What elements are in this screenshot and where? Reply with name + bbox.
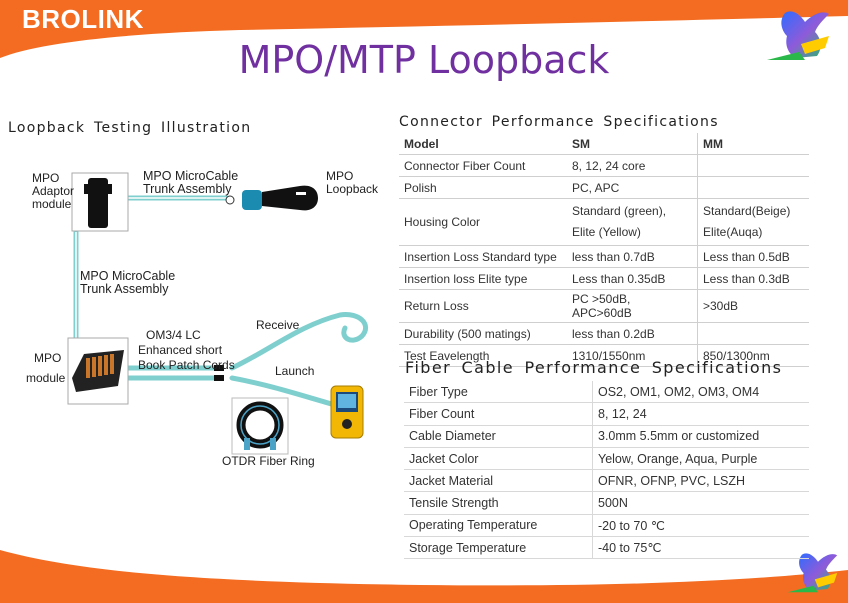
label-om34-line2: Enhanced short: [138, 343, 223, 357]
label-loopback: MPO Loopback: [326, 170, 378, 196]
loopback-diagram: [67, 172, 369, 455]
row-mm: [697, 154, 809, 177]
table-row: Housing Color Standard (green), Elite (Y…: [399, 198, 809, 246]
row-mm: 850/1300nm: [697, 344, 809, 367]
label-mpo-module: MPO module: [26, 348, 65, 388]
label-loopback-line2: Loopback: [326, 182, 379, 196]
row-sm-line1: Standard (green),: [572, 204, 667, 218]
label-trunk-top-line1: MPO MicroCable: [143, 169, 239, 183]
table-row: Jacket Material OFNR, OFNP, PVC, LSZH: [404, 469, 809, 493]
row-label: Polish: [399, 176, 567, 199]
label-mpo-module-line2: module: [26, 371, 66, 385]
label-trunk-top: MPO MicroCable Trunk Assembly: [143, 170, 238, 196]
table-row: Fiber Count 8, 12, 24: [404, 402, 809, 426]
header-sm: SM: [567, 133, 698, 155]
row-mm: Less than 0.5dB: [697, 245, 809, 268]
label-om34-line3: Book Patch Cords: [138, 358, 235, 372]
row-label: Fiber Type: [404, 381, 593, 404]
row-sm: less than 0.7dB: [567, 245, 698, 268]
brand-mascot-icon: [767, 11, 829, 60]
row-value: 500N: [592, 491, 809, 515]
label-launch: Launch: [275, 364, 315, 378]
row-label: Fiber Count: [404, 402, 593, 426]
table-row: Polish PC, APC: [399, 176, 809, 199]
row-value: 3.0mm 5.5mm or customized: [592, 425, 809, 448]
table-row: Operating Temperature -20 to 70 ℃: [404, 514, 809, 538]
brand-logo-text: BROLINK: [22, 4, 144, 34]
header-banner: [0, 0, 848, 58]
table-row: Tensile Strength 500N: [404, 491, 809, 515]
connector-spec-table: Model SM MM Connector Fiber Count 8, 12,…: [399, 133, 809, 367]
label-om34-line1: OM3/4 LC: [146, 328, 201, 342]
table-row: Insertion Loss Standard type less than 0…: [399, 245, 809, 268]
row-sm: Less than 0.35dB: [567, 267, 698, 290]
header-model: Model: [399, 133, 567, 155]
row-value: OFNR, OFNP, PVC, LSZH: [592, 469, 809, 493]
label-mpo-adaptor-line1: MPO: [32, 171, 60, 185]
row-sm: 8, 12, 24 core: [567, 154, 698, 177]
row-sm: less than 0.2dB: [567, 322, 698, 345]
row-sm: 1310/1550nm: [567, 344, 698, 367]
row-mm: Standard(Beige) Elite(Auqa): [697, 198, 809, 246]
row-label: Test Eavelength: [399, 344, 567, 367]
row-mm: Less than 0.3dB: [697, 267, 809, 290]
row-label: Insertion Loss Standard type: [399, 245, 567, 268]
row-label: Jacket Color: [404, 447, 593, 471]
footer-mascot-icon: [787, 553, 838, 593]
label-otdr-ring: OTDR Fiber Ring: [222, 454, 315, 468]
row-value: Yelow, Orange, Aqua, Purple: [592, 447, 809, 471]
row-label: Insertion loss Elite type: [399, 267, 567, 290]
row-mm: [697, 176, 809, 199]
label-mpo-adaptor-line3: module: [32, 197, 72, 211]
table-row: Test Eavelength 1310/1550nm 850/1300nm: [399, 344, 809, 367]
label-trunk-vertical-line1: MPO MicroCable: [80, 269, 176, 283]
row-mm-line1: Standard(Beige): [703, 204, 791, 218]
fiber-spec-heading: Fiber Cable Performance Specifications: [405, 358, 783, 377]
row-sm-line2: Elite (Yellow): [572, 225, 641, 239]
connector-spec-heading: Connector Performance Specifications: [399, 114, 719, 130]
fiber-spec-table: Fiber Type OS2, OM1, OM2, OM3, OM4 Fiber…: [404, 381, 809, 560]
row-label: Durability (500 matings): [399, 322, 567, 345]
table-row: Return Loss PC >50dB, APC>60dB >30dB: [399, 289, 809, 323]
table-row: Cable Diameter 3.0mm 5.5mm or customized: [404, 425, 809, 448]
label-trunk-top-line2: Trunk Assembly: [143, 182, 232, 196]
table-header-row: Model SM MM: [399, 133, 809, 155]
table-row: Fiber Type OS2, OM1, OM2, OM3, OM4: [404, 381, 809, 404]
row-label: Cable Diameter: [404, 425, 593, 448]
row-label: Tensile Strength: [404, 491, 593, 515]
label-om34: OM3/4 LC Enhanced short Book Patch Cords: [138, 328, 235, 373]
row-mm-line2: Elite(Auqa): [703, 225, 763, 239]
row-mm: >30dB: [697, 289, 809, 323]
table-row: Storage Temperature -40 to 75℃: [404, 536, 809, 560]
label-loopback-line1: MPO: [326, 169, 354, 183]
row-value: -20 to 70 ℃: [592, 514, 809, 538]
table-row: Connector Fiber Count 8, 12, 24 core: [399, 154, 809, 177]
label-mpo-adaptor: MPO Adaptor module: [32, 172, 74, 211]
table-row: Insertion loss Elite type Less than 0.35…: [399, 267, 809, 290]
row-value: OS2, OM1, OM2, OM3, OM4: [592, 381, 809, 404]
row-label: Connector Fiber Count: [399, 154, 567, 177]
row-sm: PC >50dB, APC>60dB: [567, 289, 698, 323]
label-mpo-module-line1: MPO: [34, 351, 62, 365]
page-title: MPO/MTP Loopback: [238, 38, 610, 82]
row-value: 8, 12, 24: [592, 402, 809, 426]
row-label: Storage Temperature: [404, 536, 593, 560]
row-label: Housing Color: [399, 198, 567, 246]
row-sm: PC, APC: [567, 176, 698, 199]
label-trunk-vertical-line2: Trunk Assembly: [80, 282, 169, 296]
row-label: Operating Temperature: [404, 514, 593, 538]
footer-banner: [0, 550, 848, 603]
row-label: Jacket Material: [404, 469, 593, 493]
header-mm: MM: [697, 133, 809, 155]
illustration-heading: Loopback Testing Illustration: [8, 120, 252, 136]
row-value: -40 to 75℃: [592, 536, 809, 560]
label-trunk-vertical: MPO MicroCable Trunk Assembly: [80, 270, 175, 296]
label-mpo-adaptor-line2: Adaptor: [32, 184, 75, 198]
table-row: Jacket Color Yelow, Orange, Aqua, Purple: [404, 447, 809, 471]
row-sm: Standard (green), Elite (Yellow): [567, 198, 698, 246]
table-row: Durability (500 matings) less than 0.2dB: [399, 322, 809, 345]
row-label: Return Loss: [399, 289, 567, 323]
label-receive: Receive: [256, 318, 300, 332]
row-mm: [697, 322, 809, 345]
